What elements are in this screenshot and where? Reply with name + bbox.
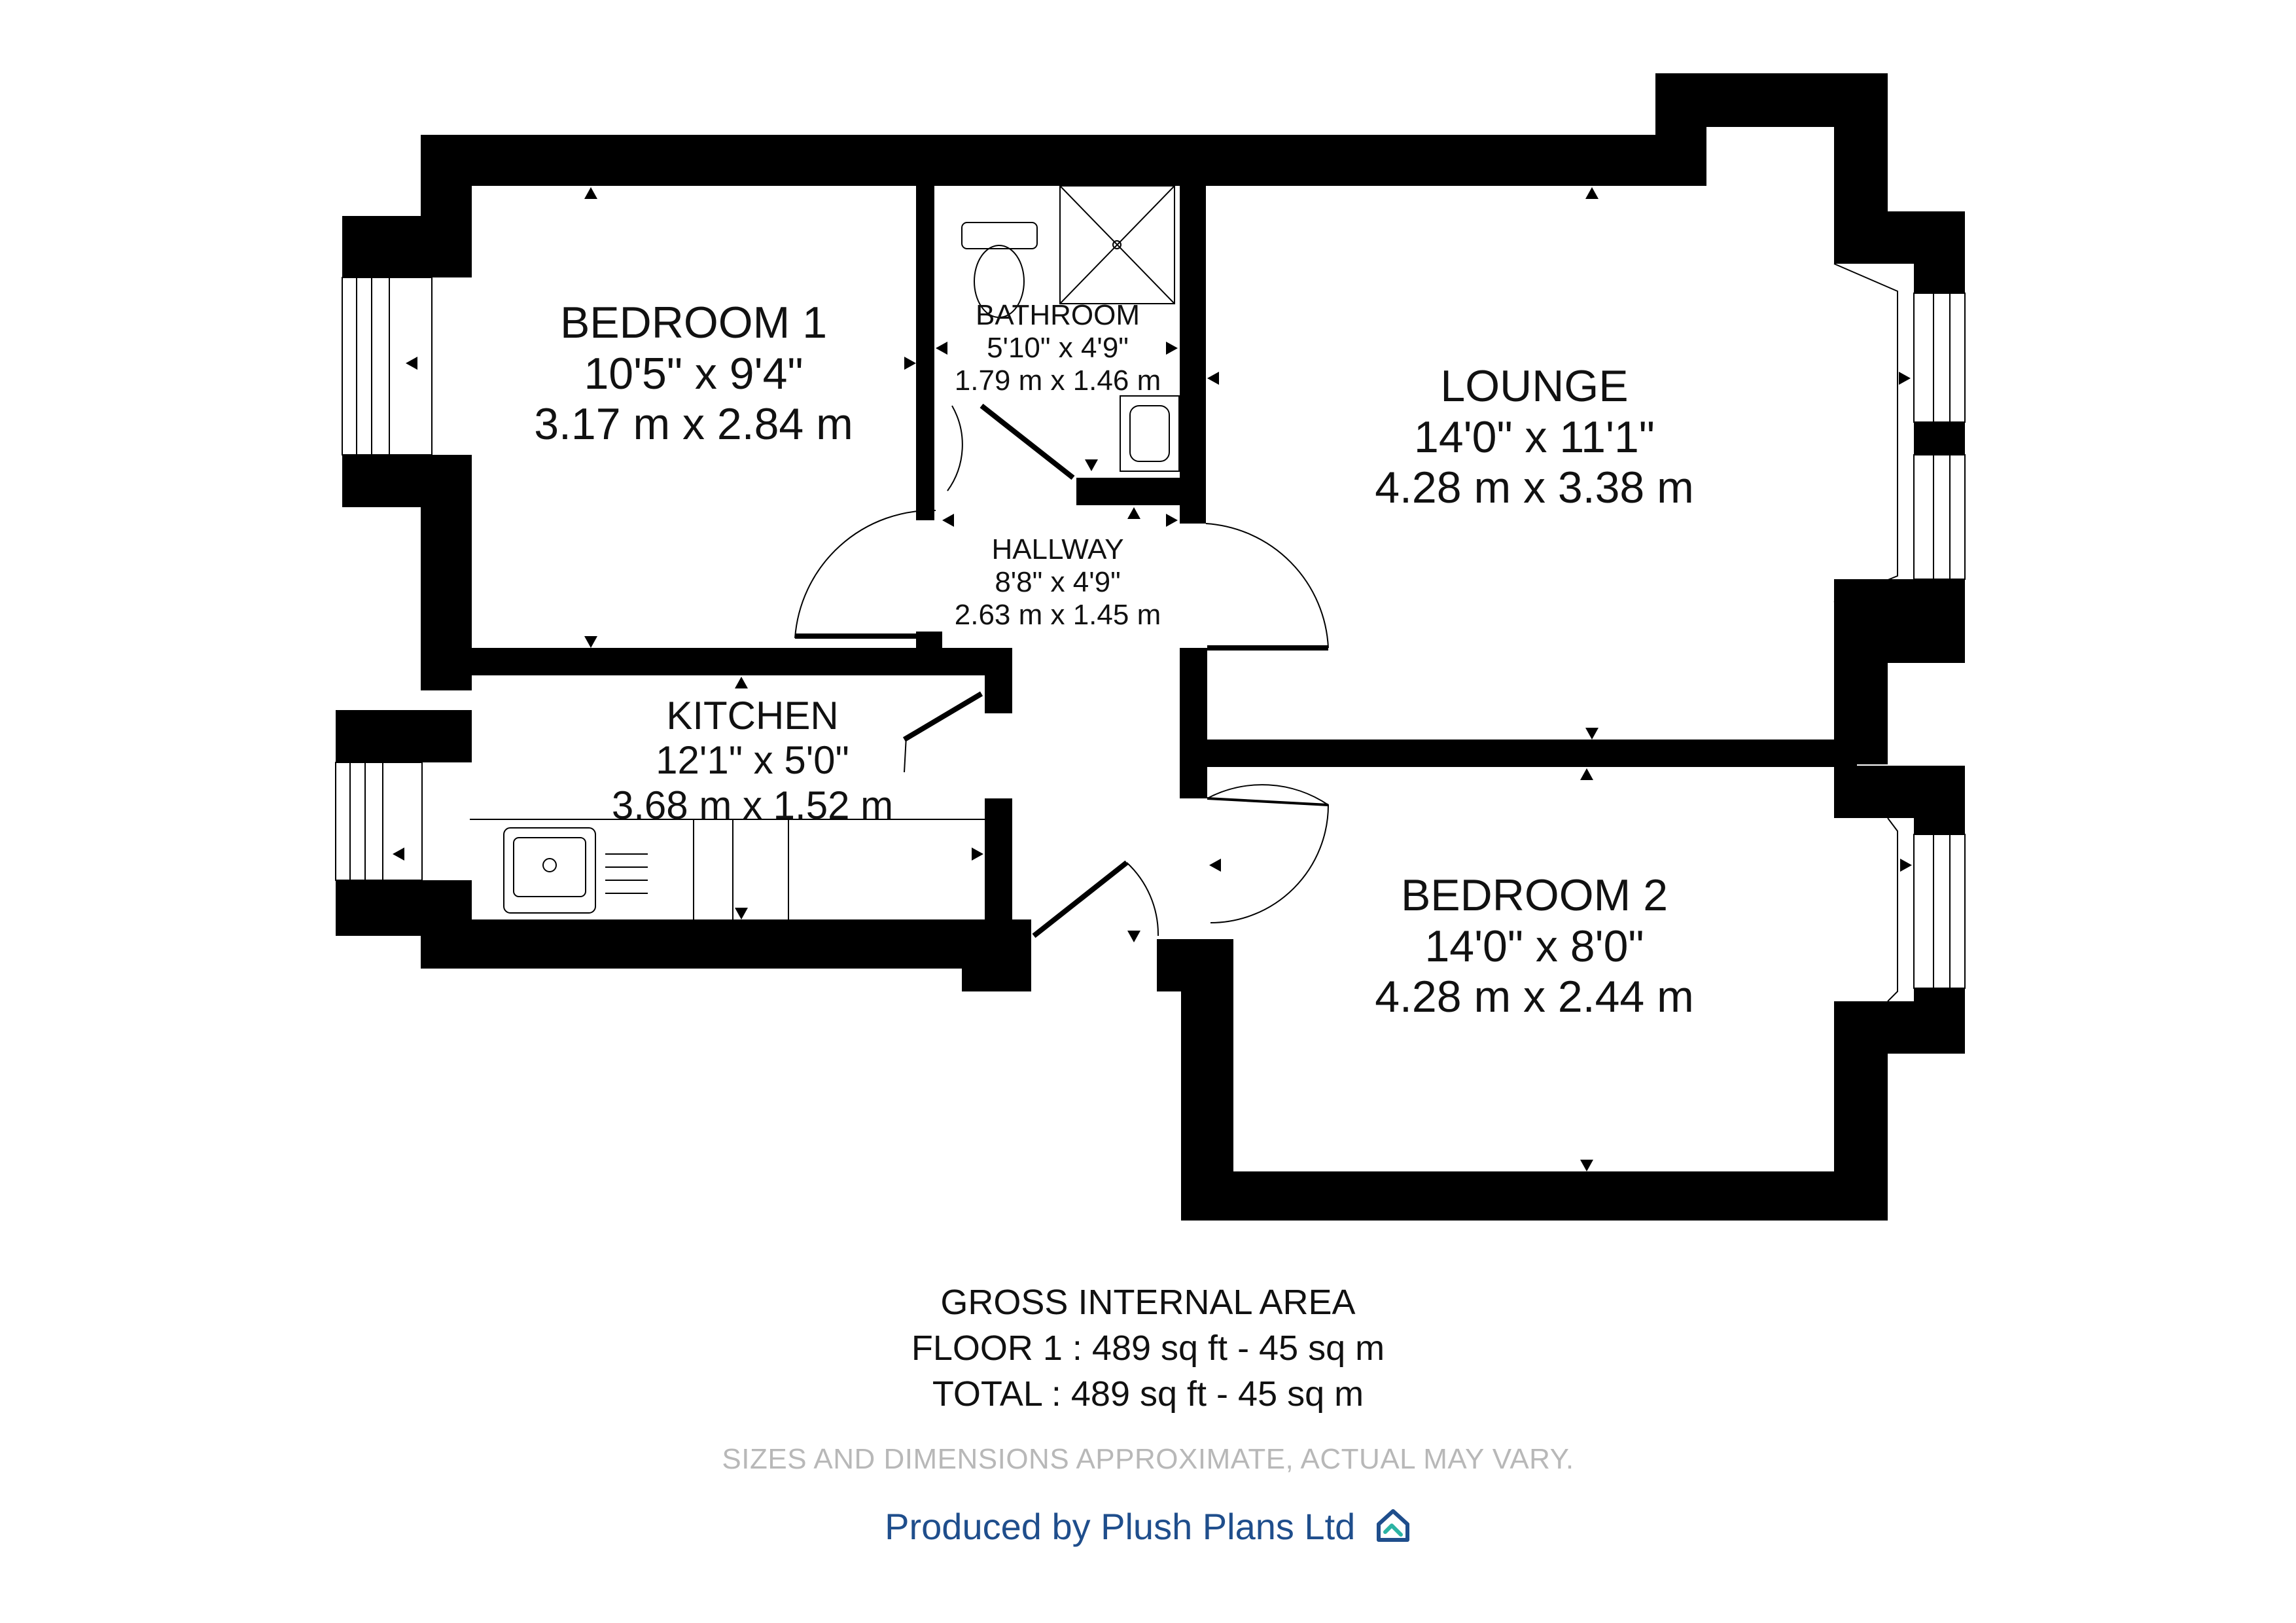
area-total: TOTAL : 489 sq ft - 45 sq m [932,1374,1364,1414]
room-size-imperial: 5'10" x 4'9" [987,332,1129,365]
room-size-imperial: 12'1" x 5'0" [656,738,849,783]
room-label-hallway: HALLWAY 8'8" x 4'9" 2.63 m x 1.45 m [936,533,1180,632]
dimension-markers [393,187,1912,1171]
room-size-metric: 1.79 m x 1.46 m [954,365,1161,397]
room-size-metric: 2.63 m x 1.45 m [954,599,1161,632]
room-size-metric: 3.68 m x 1.52 m [611,783,894,827]
room-size-metric: 3.17 m x 2.84 m [534,399,853,450]
room-name: HALLWAY [991,533,1124,565]
room-name: LOUNGE [1440,361,1629,411]
room-label-bedroom-1: BEDROOM 1 10'5" x 9'4" 3.17 m x 2.84 m [471,298,916,450]
room-label-kitchen: KITCHEN 12'1" x 5'0" 3.68 m x 1.52 m [563,694,942,828]
area-floor-1: FLOOR 1 : 489 sq ft - 45 sq m [911,1329,1385,1368]
room-size-imperial: 14'0" x 8'0" [1424,921,1644,971]
area-summary: GROSS INTERNAL AREA FLOOR 1 : 489 sq ft … [0,1279,2296,1417]
room-label-bathroom: BATHROOM 5'10" x 4'9" 1.79 m x 1.46 m [936,299,1180,397]
room-label-bedroom-2: BEDROOM 2 14'0" x 8'0" 4.28 m x 2.44 m [1233,870,1835,1023]
room-size-imperial: 10'5" x 9'4" [584,348,804,399]
room-size-imperial: 14'0" x 11'1" [1414,412,1655,462]
walls [336,73,1965,1221]
area-heading: GROSS INTERNAL AREA [940,1283,1356,1322]
windows [335,263,1966,1002]
fixtures [470,185,1180,919]
room-size-imperial: 8'8" x 4'9" [995,566,1121,599]
room-name: BEDROOM 1 [559,298,828,348]
room-name: BEDROOM 2 [1400,870,1669,920]
producer-text: Produced by Plush Plans Ltd [885,1506,1356,1547]
doors [794,403,1330,938]
house-logo-icon [1375,1507,1411,1552]
producer-credit: Produced by Plush Plans Ltd [0,1505,2296,1552]
room-name: KITCHEN [666,694,839,738]
room-size-metric: 4.28 m x 3.38 m [1375,463,1694,513]
room-name: BATHROOM [976,299,1140,331]
room-size-metric: 4.28 m x 2.44 m [1375,972,1694,1022]
room-label-lounge: LOUNGE 14'0" x 11'1" 4.28 m x 3.38 m [1207,361,1862,514]
disclaimer: SIZES AND DIMENSIONS APPROXIMATE, ACTUAL… [722,1443,1574,1475]
